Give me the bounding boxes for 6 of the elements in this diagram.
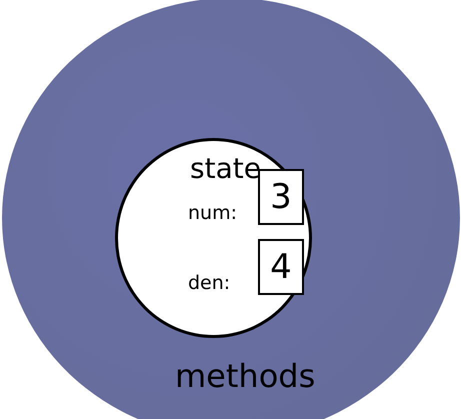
circle-label: state [190, 155, 261, 183]
field-label: den: [188, 274, 230, 293]
value-box: 3 [258, 169, 304, 225]
circle-label: methods [175, 360, 316, 392]
field-label: num: [188, 204, 237, 223]
value-box: 4 [258, 239, 304, 295]
